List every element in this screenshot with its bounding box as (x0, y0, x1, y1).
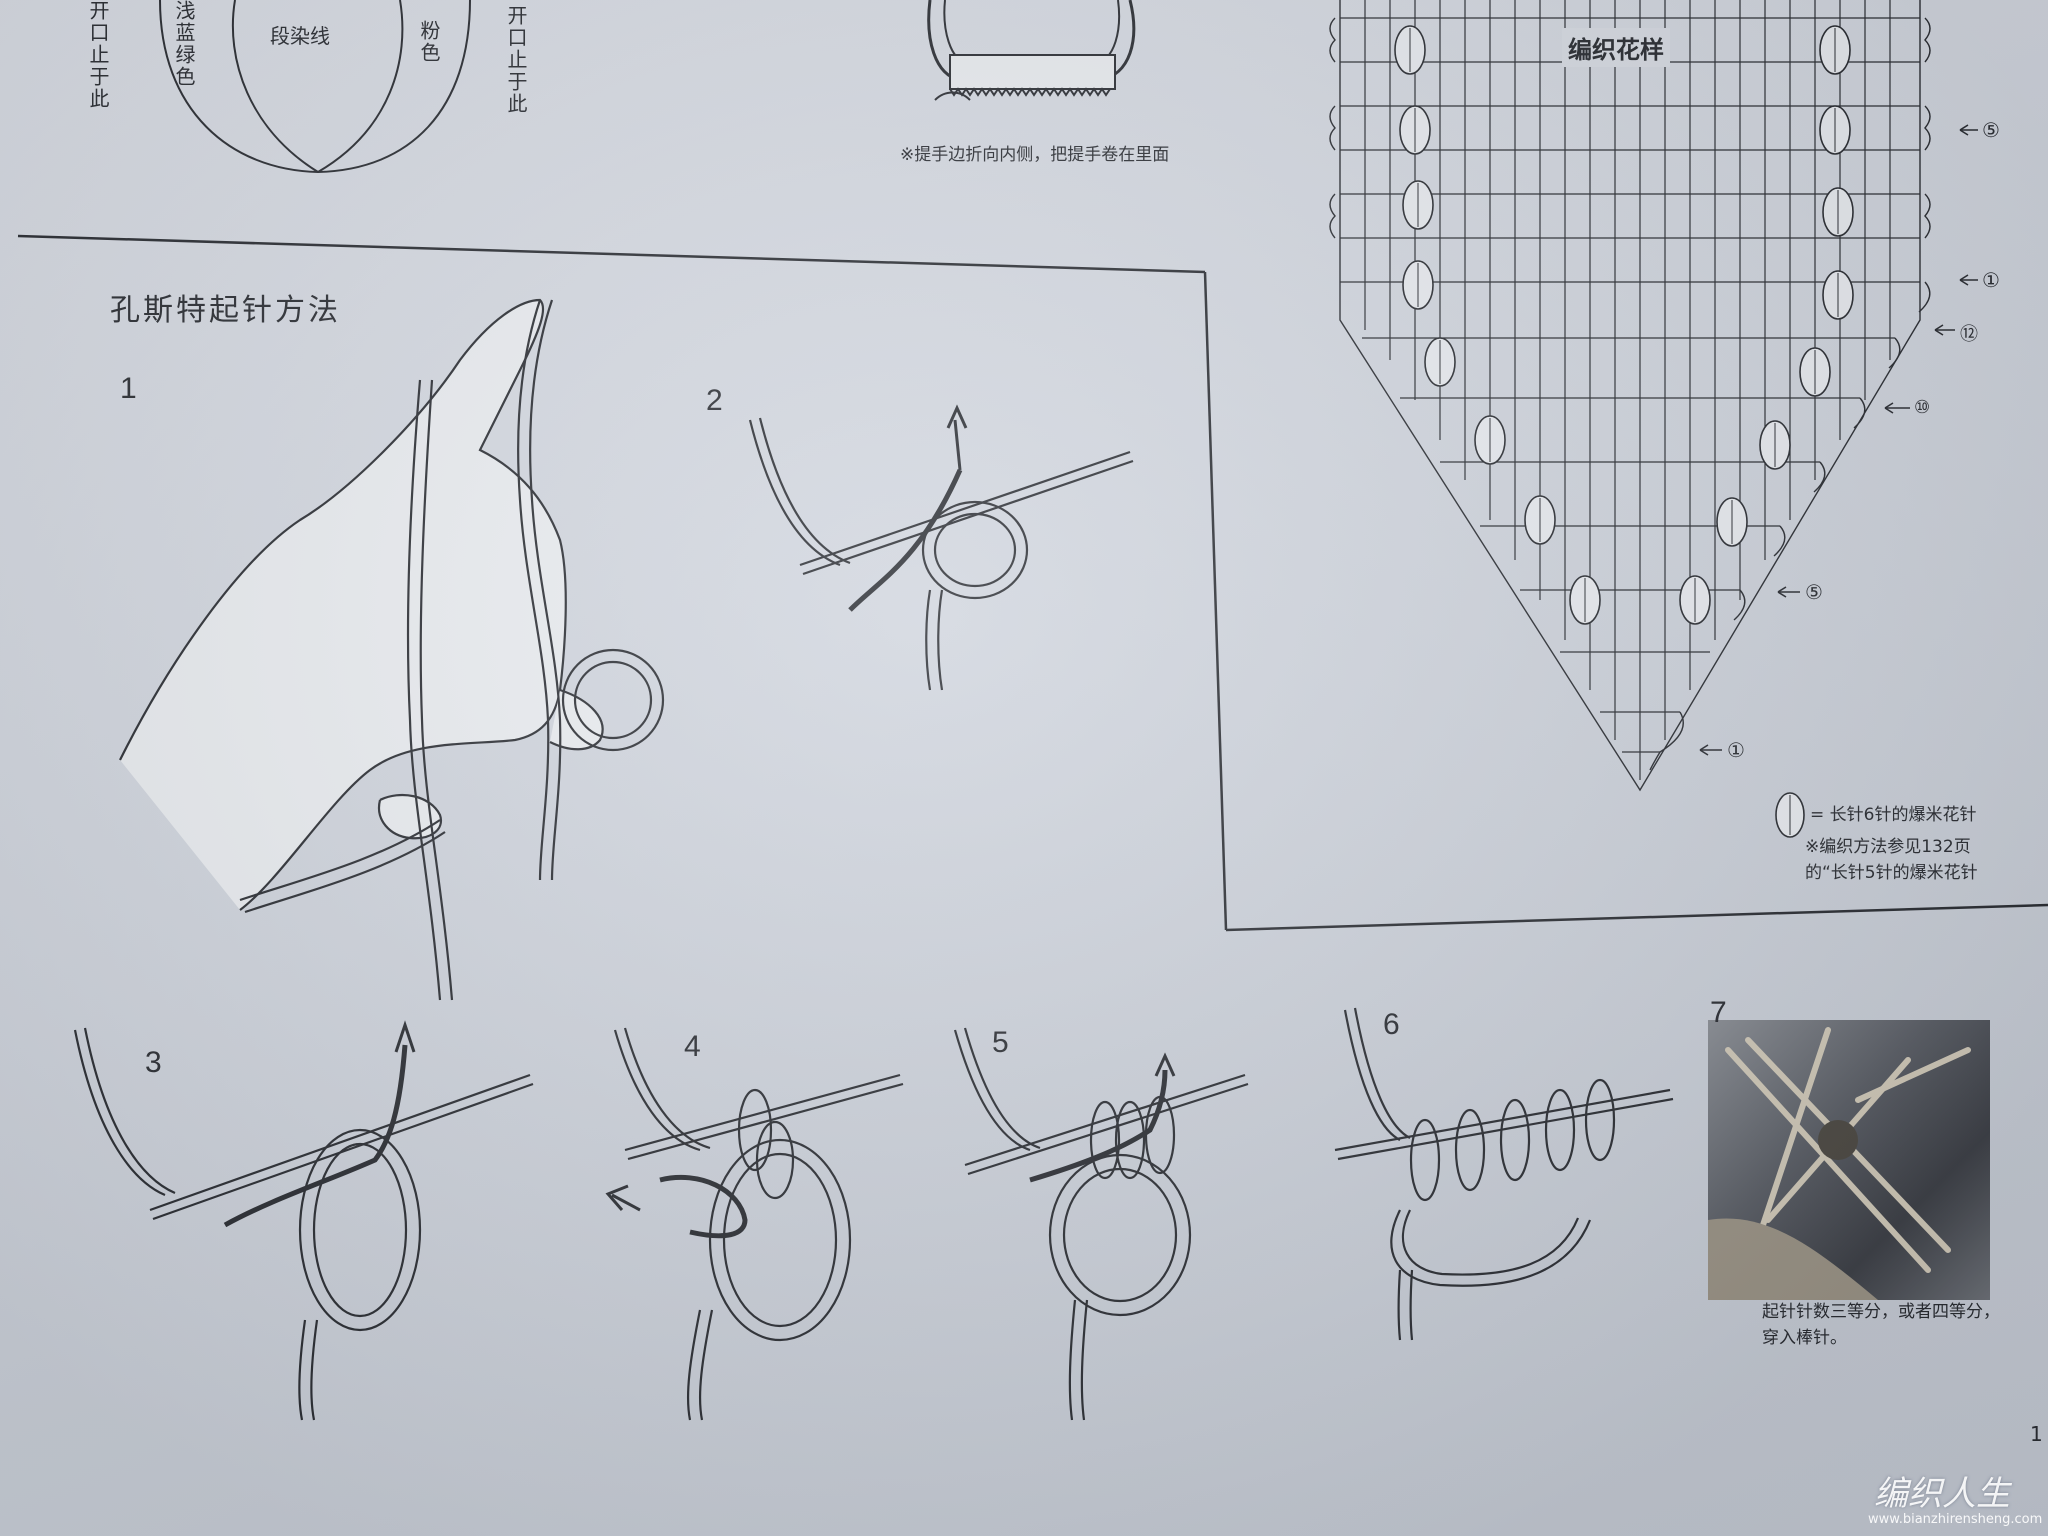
handle-note: ※提手边折向内侧，把提手卷在里面 (900, 145, 1170, 165)
watermark-logo: 编织人生 (1874, 1474, 2010, 1514)
watermark-url: www.bianzhirensheng.com (1868, 1512, 2043, 1527)
popcorn-detail (1409, 28, 1839, 835)
photo-caption-1: 起针针数三等分，或者四等分， (1762, 1302, 2000, 1322)
row-marker: ⑤ (1982, 118, 2000, 142)
step-number-2: 2 (706, 384, 723, 417)
pink-label: 粉色 (417, 20, 441, 64)
photo-needles (1708, 1027, 1971, 1300)
bag-diagram (159, 0, 471, 174)
blue-green-label: 浅蓝绿色 (172, 0, 196, 88)
legend-note-2: 的“长针5针的爆米花针 (1805, 863, 1978, 883)
row-marker: ⑩ (1914, 397, 1931, 418)
legend-note-1: ※编织方法参见132页 (1805, 837, 1971, 857)
row-marker: ⑤ (1805, 580, 1823, 604)
row-marker: ① (1727, 738, 1745, 762)
step-number-6: 6 (1383, 1008, 1400, 1041)
opening-note-right: 开口止于此 (504, 5, 528, 115)
photo-caption-2: 穿入棒针。 (1762, 1328, 1847, 1348)
page-number: 1 (2030, 1422, 2043, 1446)
step-number-3: 3 (145, 1046, 162, 1079)
popcorn-stitches (1394, 25, 1854, 838)
step5-illustration (953, 1027, 1249, 1421)
step-number-5: 5 (992, 1026, 1009, 1059)
chart-title: 编织花样 (1562, 28, 1670, 67)
legend-definition: = 长针6针的爆米花针 (1810, 805, 1977, 825)
step1-yarn (239, 299, 665, 1001)
step3-illustration (73, 1020, 534, 1421)
step4-illustration (605, 1027, 904, 1421)
handle-diagram (927, 0, 1136, 101)
step-number-1: 1 (120, 372, 137, 405)
step-number-7: 7 (1710, 996, 1727, 1029)
step6-illustration (1334, 1007, 1674, 1341)
section-title: 孔斯特起针方法 (110, 293, 341, 328)
row-marker: ① (1982, 268, 2000, 292)
step2-illustration (748, 404, 1134, 691)
step1-illustration (119, 298, 604, 911)
stitch-chart (1329, 0, 1931, 792)
step-number-4: 4 (684, 1030, 701, 1063)
row-marker: ⑫ (1960, 324, 1978, 345)
step7-photo (1708, 1020, 1990, 1300)
segment-yarn-label: 段染线 (270, 24, 330, 48)
opening-note-left: 开口止于此 (86, 0, 110, 110)
